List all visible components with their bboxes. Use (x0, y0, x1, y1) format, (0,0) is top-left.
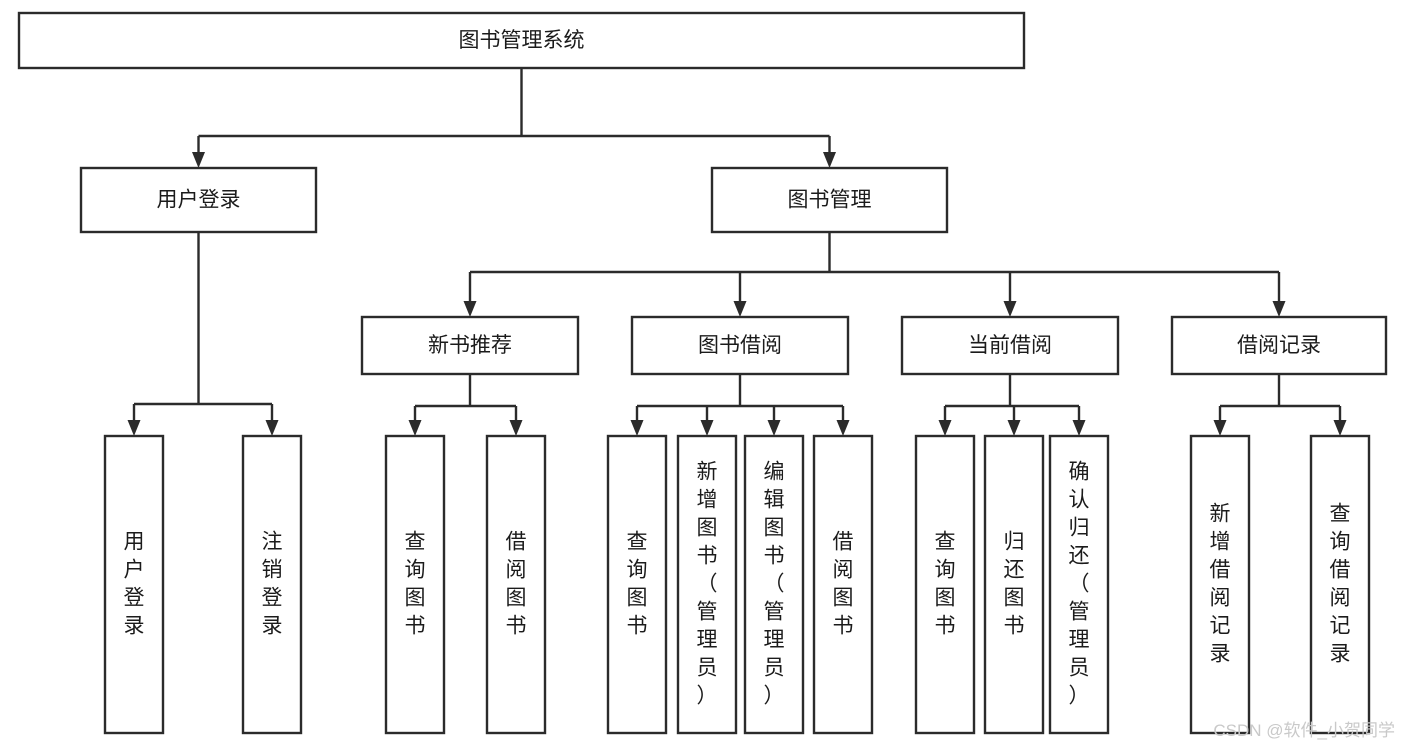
node-box (1309, 434, 1371, 735)
arrow-head-icon (1003, 301, 1017, 317)
arrow-head-icon (1333, 420, 1347, 436)
node-box (103, 434, 165, 735)
connector-group-root (192, 68, 836, 168)
node-box (983, 434, 1045, 735)
node-records-1[interactable]: 新增借阅记录 (1189, 434, 1251, 735)
node-box (79, 166, 318, 234)
node-root[interactable]: 图书管理系统 (17, 11, 1026, 70)
arrow-head-icon (1072, 420, 1086, 436)
node-label: 查询借阅记录 (1330, 502, 1351, 665)
node-label: 用户登录 (157, 189, 241, 212)
connector-layer (127, 68, 1347, 436)
arrow-head-icon (823, 152, 836, 168)
arrow-head-icon (938, 420, 952, 436)
node-current-3[interactable]: 确认归还（管理员） (1048, 434, 1110, 735)
node-box (485, 434, 547, 735)
node-label: 新增图书（管理员） (697, 460, 718, 707)
arrow-head-icon (463, 301, 477, 317)
node-label: 查询图书 (405, 530, 426, 637)
node-newbook[interactable]: 新书推荐 (360, 315, 580, 376)
arrow-head-icon (630, 420, 644, 436)
node-newbook-1[interactable]: 查询图书 (384, 434, 446, 735)
connector-group-current (938, 374, 1086, 436)
node-current[interactable]: 当前借阅 (900, 315, 1120, 376)
node-borrow-4[interactable]: 借阅图书 (812, 434, 874, 735)
connector-group-borrow (630, 374, 850, 436)
node-borrow[interactable]: 图书借阅 (630, 315, 850, 376)
connector-group-newbook (408, 374, 523, 436)
arrow-head-icon (265, 420, 279, 436)
node-label: 注销登录 (262, 530, 283, 637)
node-box (1170, 315, 1388, 376)
node-label: 用户登录 (124, 530, 145, 637)
connector-group-records (1213, 374, 1347, 436)
node-label: 新书推荐 (428, 334, 512, 357)
node-box (17, 11, 1026, 70)
node-label: 图书管理系统 (459, 29, 585, 52)
node-box (914, 434, 976, 735)
node-label: 归还图书 (1004, 530, 1025, 637)
node-label: 确认归还（管理员） (1069, 460, 1090, 707)
node-borrow-2[interactable]: 新增图书（管理员） (676, 434, 738, 735)
node-label: 借阅图书 (506, 530, 527, 637)
node-label: 图书借阅 (698, 334, 782, 357)
node-box (676, 434, 738, 735)
arrow-head-icon (509, 420, 523, 436)
arrow-head-icon (1007, 420, 1021, 436)
node-current-1[interactable]: 查询图书 (914, 434, 976, 735)
arrow-head-icon (700, 420, 714, 436)
node-box (812, 434, 874, 735)
node-layer: 图书管理系统用户登录图书管理新书推荐图书借阅当前借阅借阅记录用户登录注销登录查询… (17, 11, 1388, 735)
connector-group-login (127, 232, 279, 436)
node-box (743, 434, 805, 735)
connector-group-bookmgmt (463, 232, 1286, 317)
node-label: 查询图书 (627, 530, 648, 637)
node-newbook-2[interactable]: 借阅图书 (485, 434, 547, 735)
node-label: 新增借阅记录 (1210, 502, 1231, 665)
node-box (1189, 434, 1251, 735)
node-box (241, 434, 303, 735)
node-label: 借阅图书 (833, 530, 854, 637)
node-box (384, 434, 446, 735)
node-box (710, 166, 949, 234)
node-borrow-3[interactable]: 编辑图书（管理员） (743, 434, 805, 735)
node-label: 当前借阅 (968, 334, 1052, 357)
node-records[interactable]: 借阅记录 (1170, 315, 1388, 376)
node-box (606, 434, 668, 735)
arrow-head-icon (733, 301, 747, 317)
node-box (1048, 434, 1110, 735)
arrow-head-icon (836, 420, 850, 436)
arrow-head-icon (127, 420, 141, 436)
node-login-1[interactable]: 用户登录 (103, 434, 165, 735)
node-label: 图书管理 (788, 189, 872, 212)
node-records-2[interactable]: 查询借阅记录 (1309, 434, 1371, 735)
node-label: 查询图书 (935, 530, 956, 637)
node-box (630, 315, 850, 376)
arrow-head-icon (408, 420, 422, 436)
arrow-head-icon (1272, 301, 1286, 317)
node-bookmgmt[interactable]: 图书管理 (710, 166, 949, 234)
node-current-2[interactable]: 归还图书 (983, 434, 1045, 735)
arrow-head-icon (1213, 420, 1227, 436)
arrow-head-icon (767, 420, 781, 436)
node-box (360, 315, 580, 376)
node-borrow-1[interactable]: 查询图书 (606, 434, 668, 735)
node-box (900, 315, 1120, 376)
node-login-2[interactable]: 注销登录 (241, 434, 303, 735)
arrow-head-icon (192, 152, 205, 168)
node-login[interactable]: 用户登录 (79, 166, 318, 234)
node-label: 借阅记录 (1237, 334, 1321, 357)
node-label: 编辑图书（管理员） (764, 460, 785, 707)
